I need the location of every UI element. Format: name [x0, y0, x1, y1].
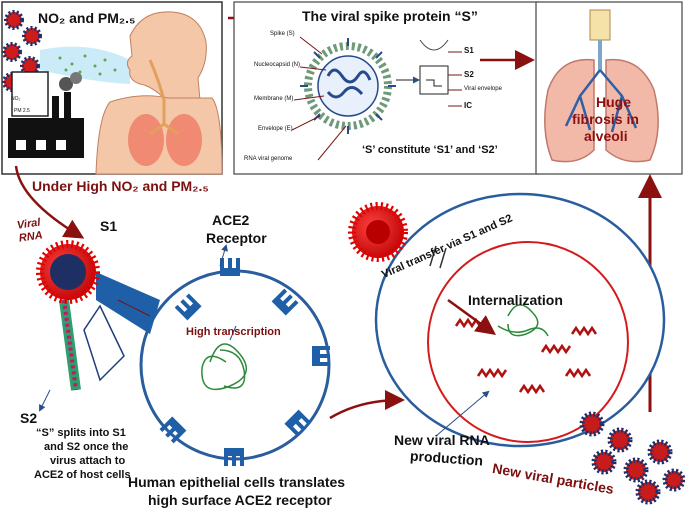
attached-virus [59, 272, 160, 391]
membrane-channel [429, 245, 447, 269]
right-part-envelope: Viral envelope [464, 86, 502, 92]
arrow-to-cell [14, 165, 85, 239]
particle-dots [58, 54, 117, 76]
split-note-4: ACE2 of host cells [34, 469, 131, 481]
human-figure [95, 11, 223, 175]
s1-label: S1 [100, 218, 118, 234]
arrow-to-infected-cell [329, 390, 405, 420]
cell-caption-2: high surface ACE2 receptor [148, 492, 332, 508]
split-note-1: “S” splits into S1 [36, 427, 126, 439]
high-transcription-label: High transcription [186, 326, 281, 338]
ace2-receptor-icon [159, 258, 330, 466]
split-note-2: and S2 once the [44, 441, 129, 453]
right-part-s2: S2 [464, 70, 474, 79]
transcription-pointer [229, 325, 237, 341]
rna-production-label-1: New viral RNA [394, 432, 490, 448]
part-nucleocapsid: Nucleocapsid (N) [254, 62, 301, 68]
infected-cell [374, 192, 666, 448]
internalization-arrow [447, 298, 497, 335]
factory-label-pm: PM 2.5 [14, 108, 30, 114]
lung-label-3: alveoli [584, 128, 628, 144]
right-part-s1: S1 [464, 46, 474, 55]
virus-icon [36, 240, 100, 304]
viral-rna-strands [454, 317, 598, 395]
receptor-label-1: ACE2 [212, 212, 250, 228]
factory-icon [8, 71, 84, 158]
lung-label-1: Huge [596, 94, 631, 110]
pollution-condition-label: Under High NO₂ and PM₂.₅ [32, 178, 209, 194]
part-membrane: Membrane (M) [254, 96, 294, 102]
lung-icon [544, 9, 659, 163]
s2-pointer [39, 389, 51, 412]
receptor-label-2: Receptor [206, 230, 267, 246]
factory-label-no2: NO₂ [11, 96, 21, 102]
lung-label-2: fibrosis in [572, 111, 639, 127]
host-cell [139, 269, 331, 461]
viral-rna-label: Viral RNA [16, 216, 44, 245]
coronavirus-diagram [291, 36, 462, 161]
pollution-cloud [40, 46, 130, 84]
spike-panel-title: The viral spike protein “S” [302, 8, 478, 24]
internalization-label: Internalization [468, 292, 563, 308]
s1-pointer [117, 299, 151, 317]
part-rna-genome: RNA viral genome [244, 156, 293, 162]
right-part-ic: IC [464, 101, 472, 110]
s2-label: S2 [20, 410, 38, 426]
new-viral-particle-icon [579, 411, 685, 505]
split-note-3: virus attach to [50, 455, 126, 467]
virus-icon [348, 202, 408, 262]
rna-production-pointer [435, 390, 490, 437]
receptor-pointer [219, 244, 228, 267]
cell-caption-1: Human epithelial cells translates [128, 474, 346, 490]
cell-nucleus-dna [201, 343, 247, 391]
spike-caption: ‘S’ constitute ‘S1’ and ‘S2’ [362, 144, 498, 156]
part-spike: Spike (S) [270, 31, 295, 37]
pollutants-label: NO₂ and PM₂.₅ [38, 10, 136, 26]
part-envelope: Envelope (E) [258, 126, 293, 132]
